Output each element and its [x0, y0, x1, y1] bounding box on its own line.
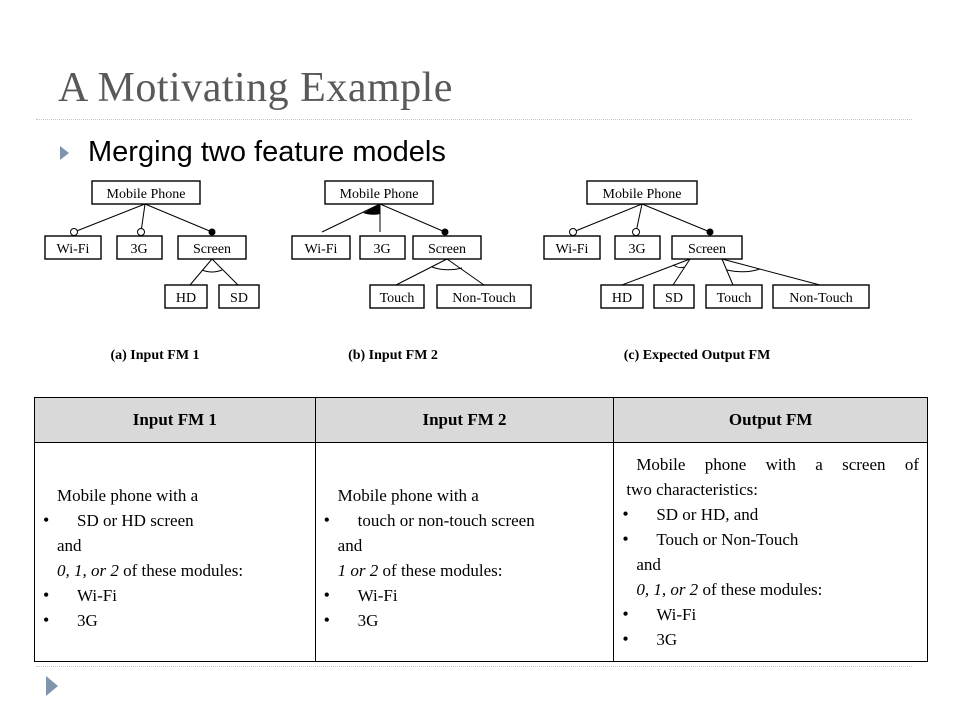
- fm-c-child-wifi: Wi-Fi: [556, 242, 589, 257]
- col3-modules-rest: of these modules:: [698, 580, 823, 599]
- fm-a-child-3g: 3G: [130, 242, 147, 257]
- cell-input-fm-1: Mobile phone with a SD or HD screen and …: [34, 442, 316, 662]
- col1-intro: Mobile phone with a: [57, 486, 199, 505]
- feature-model-a: Mobile Phone Wi-Fi 3G Screen HD SD (a) I…: [44, 180, 260, 363]
- fm-a-child-wifi: Wi-Fi: [57, 242, 90, 257]
- fm-a-child-screen: Screen: [193, 242, 231, 257]
- header-input-fm-2: Input FM 2: [314, 397, 615, 443]
- col3-intro-line1: Mobile phone with a screen of: [636, 455, 919, 474]
- header-output-fm: Output FM: [613, 397, 928, 443]
- col2-modules-rest: of these modules:: [378, 561, 503, 580]
- col3-bullet-wifi: Wi-Fi: [622, 602, 919, 627]
- col3-bullet-3g: 3G: [622, 627, 919, 652]
- fm-a-gc-hd: HD: [176, 291, 196, 306]
- feature-model-diagrams: Mobile Phone Wi-Fi 3G Screen HD SD (a) I…: [44, 180, 870, 363]
- slide-corner-arrow-icon: [46, 676, 58, 696]
- col2-bullet-3g: 3G: [324, 608, 606, 633]
- col1-bullet-wifi: Wi-Fi: [43, 583, 307, 608]
- cell-output-fm: Mobile phone with a screen of two charac…: [613, 442, 928, 662]
- fm-c-child-3g: 3G: [628, 242, 645, 257]
- fm-b-child-screen: Screen: [428, 242, 466, 257]
- col3-modules-count: 0, 1, or 2: [636, 580, 699, 599]
- col1-bullet-3g: 3G: [43, 608, 307, 633]
- col1-modules: 0, 1, or 2 of these modules:: [47, 558, 307, 583]
- fm-b-caption: (b) Input FM 2: [348, 348, 438, 363]
- col2-bullet-screen: touch or non-touch screen: [324, 508, 606, 533]
- fm-c-gc-touch: Touch: [717, 291, 752, 306]
- page-title: A Motivating Example: [58, 65, 453, 111]
- bullet-text: Merging two feature models: [88, 136, 446, 168]
- fm-a-gc-sd: SD: [230, 291, 248, 306]
- table-header-row: Input FM 1 Input FM 2 Output FM: [34, 397, 928, 443]
- comparison-table: Input FM 1 Input FM 2 Output FM Mobile p…: [34, 397, 928, 662]
- cell-input-fm-2: Mobile phone with a touch or non-touch s…: [314, 442, 615, 662]
- fm-c-child-screen: Screen: [688, 242, 726, 257]
- col2-and: and: [337, 536, 363, 555]
- fm-c-gc-sd: SD: [665, 291, 683, 306]
- footer-divider: [36, 666, 912, 667]
- fm-a-caption: (a) Input FM 1: [110, 348, 199, 363]
- col3-and: and: [636, 555, 661, 574]
- fm-c-gc-nontouch: Non-Touch: [789, 291, 853, 306]
- col1-modules-count: 0, 1, or 2: [57, 561, 119, 580]
- fm-c-root-label: Mobile Phone: [603, 187, 682, 202]
- col1-modules-rest: of these modules:: [118, 561, 244, 580]
- col3-intro-line2: two characteristics:: [626, 480, 759, 499]
- fm-b-child-wifi: Wi-Fi: [305, 242, 338, 257]
- feature-model-c: Mobile Phone Wi-Fi 3G Screen HD SD Touch…: [543, 180, 870, 363]
- fm-b-gc-nontouch: Non-Touch: [452, 291, 516, 306]
- fm-b-root-label: Mobile Phone: [340, 187, 419, 202]
- header-input-fm-1: Input FM 1: [34, 397, 316, 443]
- bullet-arrow-icon: [60, 146, 69, 160]
- feature-model-b: Mobile Phone Wi-Fi 3G Screen Touch Non-T…: [291, 180, 532, 363]
- col2-modules: 1 or 2 of these modules:: [328, 558, 606, 583]
- fm-a-root-label: Mobile Phone: [107, 187, 186, 202]
- fm-c-gc-hd: HD: [612, 291, 632, 306]
- col3-bullet-touch: Touch or Non-Touch: [622, 527, 919, 552]
- fm-b-gc-touch: Touch: [380, 291, 415, 306]
- fm-c-caption: (c) Expected Output FM: [624, 348, 771, 363]
- col3-bullet-sdhd: SD or HD, and: [622, 502, 919, 527]
- col2-modules-count: 1 or 2: [337, 561, 379, 580]
- col3-modules: 0, 1, or 2 of these modules:: [626, 577, 919, 602]
- col2-intro: Mobile phone with a: [337, 486, 479, 505]
- fm-b-child-3g: 3G: [373, 242, 390, 257]
- col2-bullet-wifi: Wi-Fi: [324, 583, 606, 608]
- col1-bullet-screen: SD or HD screen: [43, 508, 307, 533]
- title-divider: [36, 119, 912, 120]
- col1-and: and: [57, 536, 82, 555]
- table-row: Mobile phone with a SD or HD screen and …: [34, 442, 928, 662]
